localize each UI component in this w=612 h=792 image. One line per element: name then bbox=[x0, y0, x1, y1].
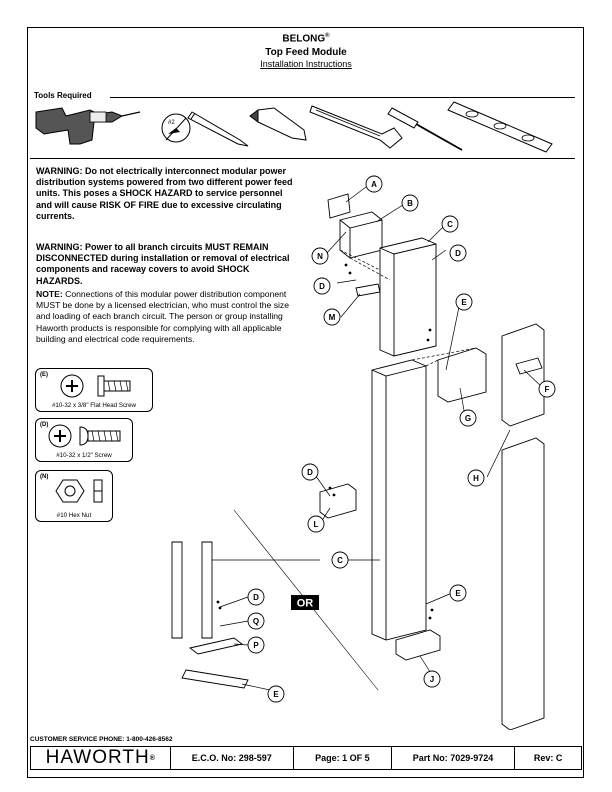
warning-disconnect: WARNING: Power to all branch circuits MU… bbox=[36, 242, 290, 286]
callout-c: C bbox=[331, 551, 349, 569]
note-electrician: NOTE: Connections of this modular power … bbox=[36, 289, 290, 344]
svg-text:D: D bbox=[455, 249, 461, 258]
svg-text:C: C bbox=[447, 220, 453, 229]
tools-required-label: Tools Required bbox=[34, 91, 92, 100]
callout-e: E bbox=[455, 293, 473, 311]
callout-n: N bbox=[311, 247, 329, 265]
svg-text:F: F bbox=[545, 385, 550, 394]
page-frame bbox=[27, 27, 584, 778]
svg-text:N: N bbox=[317, 252, 323, 261]
callout-b: B bbox=[401, 194, 419, 212]
upper-channel-part bbox=[379, 237, 437, 357]
svg-text:J: J bbox=[430, 675, 434, 684]
or-label-box bbox=[291, 595, 319, 610]
svg-text:D: D bbox=[319, 282, 325, 291]
phillips-bit-icon: #2 bbox=[161, 113, 191, 143]
or-label: OR bbox=[297, 598, 314, 610]
hex-nut-icon bbox=[55, 479, 103, 503]
svg-text:E: E bbox=[273, 690, 279, 699]
utility-knife-icon bbox=[249, 107, 307, 141]
svg-text:B: B bbox=[407, 199, 413, 208]
callout-q: Q bbox=[247, 612, 265, 630]
bracket-q-part bbox=[188, 637, 244, 655]
svg-text:H: H bbox=[473, 474, 479, 483]
cover-h-part bbox=[501, 437, 545, 730]
warning-interconnect: WARNING: Do not electrically interconnec… bbox=[36, 166, 293, 221]
svg-text:G: G bbox=[465, 414, 471, 423]
pan-head-screw-icon bbox=[48, 424, 121, 448]
callout-f: F bbox=[538, 380, 556, 398]
lower-post-left bbox=[171, 541, 183, 639]
pencil-icon bbox=[187, 111, 249, 147]
callout-p: P bbox=[247, 636, 265, 654]
lower-post-right bbox=[201, 541, 213, 639]
customer-service-phone: CUSTOMER SERVICE PHONE: 1-800-426-8562 bbox=[30, 736, 173, 743]
bracket-m-part bbox=[355, 283, 381, 297]
svg-text:P: P bbox=[253, 641, 259, 650]
tools-bottom-rule bbox=[30, 158, 575, 159]
hardware-screw: (D) #10-32 x 1/2" Screw bbox=[35, 418, 133, 462]
cover-plate-part bbox=[327, 193, 351, 219]
callout-d: D bbox=[449, 244, 467, 262]
cover-f-part bbox=[501, 323, 545, 427]
eco-number: E.C.O. No: 298-597 bbox=[171, 747, 295, 769]
tools-row: #2 bbox=[35, 101, 553, 153]
svg-text:Q: Q bbox=[253, 617, 259, 626]
callout-j: J bbox=[423, 670, 441, 688]
hacksaw-icon bbox=[309, 105, 403, 149]
svg-text:E: E bbox=[461, 298, 467, 307]
svg-text:D: D bbox=[307, 468, 313, 477]
flat-head-screw-icon bbox=[60, 374, 131, 398]
drill-icon bbox=[35, 107, 141, 145]
svg-text:D: D bbox=[253, 593, 259, 602]
tools-top-rule bbox=[110, 97, 575, 98]
product-title: Top Feed Module bbox=[265, 47, 347, 58]
callout-m: M bbox=[323, 308, 341, 326]
callout-g: G bbox=[459, 409, 477, 427]
callout-e: E bbox=[449, 584, 467, 602]
svg-text:M: M bbox=[329, 313, 336, 322]
svg-text:C: C bbox=[337, 556, 343, 565]
hardware-hex-nut: (N) #10 Hex Nut bbox=[35, 470, 113, 522]
callout-e: E bbox=[267, 685, 285, 703]
brand-title: BELONG® bbox=[282, 33, 330, 45]
callout-d: D bbox=[247, 588, 265, 606]
callout-l: L bbox=[307, 515, 325, 533]
svg-text:L: L bbox=[314, 520, 319, 529]
svg-text:E: E bbox=[455, 589, 461, 598]
hardware-flat-head-screw: (E) #10-32 x 3/8" Flat Head Screw bbox=[35, 368, 153, 412]
level-icon bbox=[447, 101, 553, 153]
base-plate-j-part bbox=[395, 629, 441, 661]
doc-type: Installation Instructions bbox=[260, 59, 352, 69]
svg-text:#2: #2 bbox=[168, 120, 175, 126]
page-number: Page: 1 OF 5 bbox=[294, 747, 392, 769]
haworth-logo: HAWORTH® bbox=[31, 747, 171, 769]
callout-a: A bbox=[365, 175, 383, 193]
bracket-g-part bbox=[437, 347, 487, 403]
callout-d: D bbox=[301, 463, 319, 481]
callout-c: C bbox=[441, 215, 459, 233]
screwdriver-icon bbox=[387, 107, 463, 151]
footer-bar: HAWORTH® E.C.O. No: 298-597 Page: 1 OF 5… bbox=[30, 746, 582, 770]
bracket-p-part bbox=[181, 669, 249, 689]
assembly-diagram: A B C D N D M E F G H D L C E D Q P E J OR bbox=[171, 175, 556, 730]
part-number: Part No: 7029-9724 bbox=[392, 747, 516, 769]
callout-d: D bbox=[313, 277, 331, 295]
revision: Rev: C bbox=[533, 753, 563, 763]
callout-h: H bbox=[467, 469, 485, 487]
svg-text:A: A bbox=[371, 180, 377, 189]
main-post-part bbox=[371, 359, 427, 641]
receptacle-block-part bbox=[339, 211, 383, 259]
